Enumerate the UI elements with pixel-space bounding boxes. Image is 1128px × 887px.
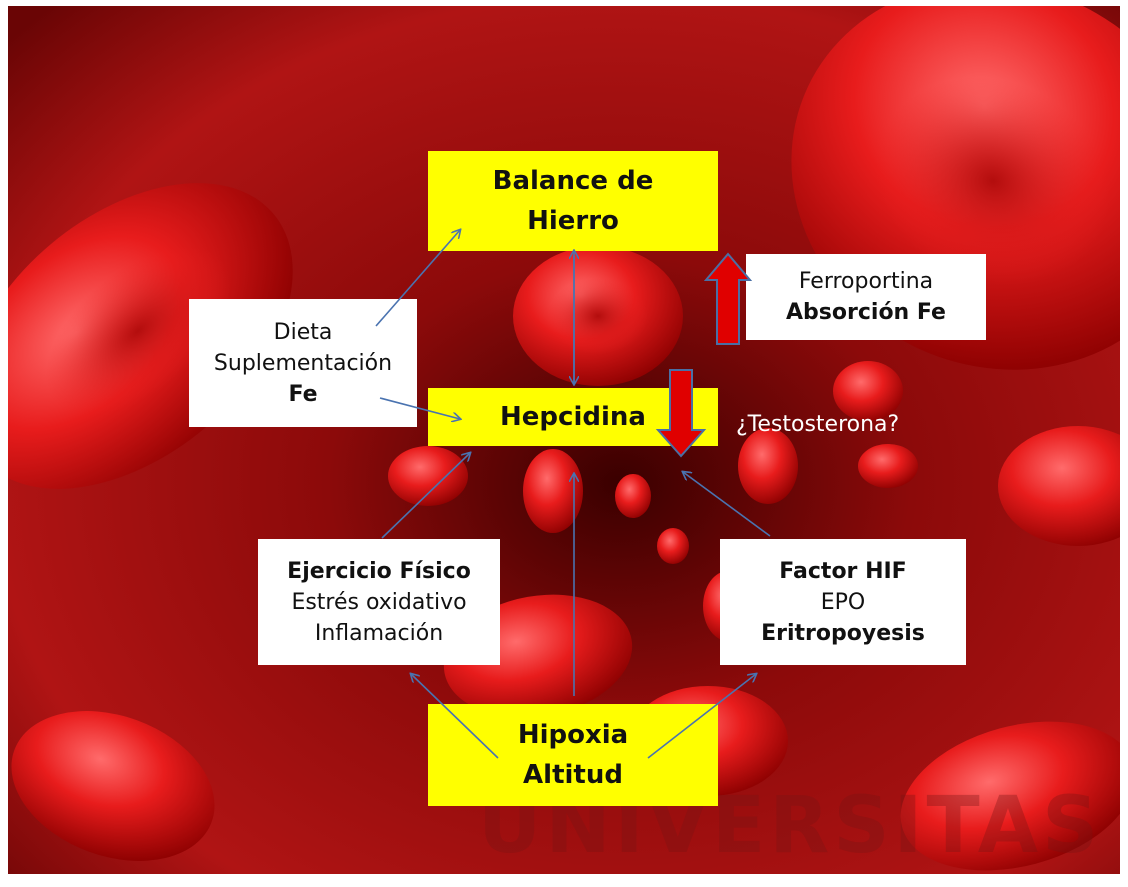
factor-line2: EPO (821, 587, 865, 618)
ejercicio-line2: Estrés oxidativo (291, 587, 466, 618)
balance-line2: Hierro (527, 201, 619, 241)
ferroportina-box: Ferroportina Absorción Fe (746, 254, 986, 340)
dieta-line1: Dieta (274, 317, 333, 348)
hipoxia-line2: Altitud (523, 755, 623, 795)
diagram-canvas: UNIVERSITAS Balance de Hierro Hepcidina … (8, 6, 1120, 874)
ejercicio-line1: Ejercicio Físico (287, 556, 471, 587)
hipoxia-box: Hipoxia Altitud (428, 704, 718, 806)
factor-line3: Eritropoyesis (761, 618, 925, 649)
dieta-line3: Fe (288, 379, 317, 410)
factor-line1: Factor HIF (779, 556, 906, 587)
testosterona-label: ¿Testosterona? (736, 412, 899, 437)
dieta-line2: Suplementación (214, 348, 392, 379)
cell-center-top (513, 246, 683, 386)
balance-line1: Balance de (493, 161, 654, 201)
balance-hierro-box: Balance de Hierro (428, 151, 718, 251)
factor-hif-box: Factor HIF EPO Eritropoyesis (720, 539, 966, 665)
dieta-box: Dieta Suplementación Fe (189, 299, 417, 427)
ferro-line1: Ferroportina (799, 266, 933, 297)
hipoxia-line1: Hipoxia (518, 715, 628, 755)
ejercicio-line3: Inflamación (315, 618, 443, 649)
hepcidina-box: Hepcidina (428, 388, 718, 446)
hepcidina-label: Hepcidina (500, 397, 646, 437)
ferro-line2: Absorción Fe (786, 297, 946, 328)
ejercicio-box: Ejercicio Físico Estrés oxidativo Inflam… (258, 539, 500, 665)
